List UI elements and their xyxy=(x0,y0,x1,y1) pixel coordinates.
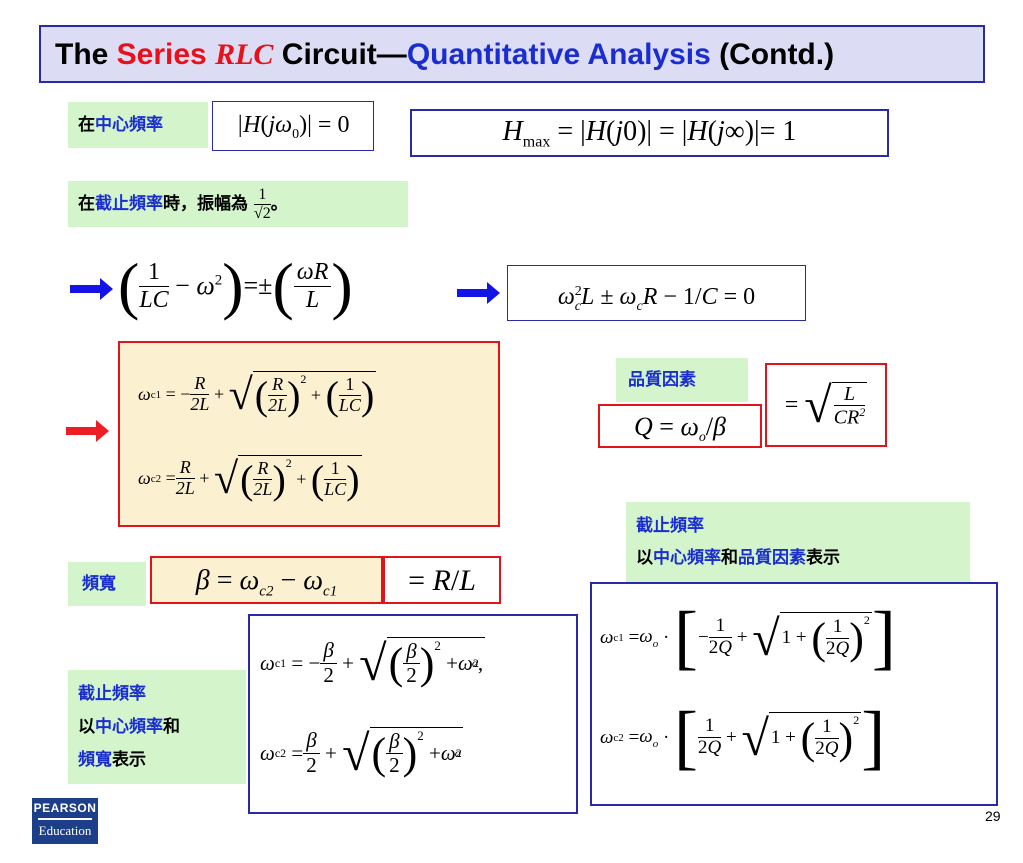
eq-hmax: Hmax = |H(j0)| = |H(j∞)|= 1 xyxy=(410,109,889,157)
title-circuit: Circuit— xyxy=(273,38,407,71)
title-quant: Quantitative Analysis xyxy=(406,38,711,71)
eq-h-at-center: |H(jω0)| = 0 xyxy=(212,101,374,151)
arrow-right-icon xyxy=(457,282,500,304)
label-cutoff-bw: 截止頻率 以中心頻率和 頻寬表示 xyxy=(68,670,246,784)
pearson-logo: PEARSON Education xyxy=(32,798,98,844)
slide-title: The Series RLC Circuit—Quantitative Anal… xyxy=(39,25,985,83)
title-series: Series xyxy=(116,38,216,71)
label-cutoff-q: 截止頻率 以中心頻率和品質因素表示 xyxy=(626,502,970,582)
page-number: 29 xyxy=(985,808,1001,824)
eq-beta-rl: = R/L xyxy=(383,556,501,604)
label-center-frequency: 在中心頻率 xyxy=(68,102,208,148)
label-cutoff-amplitude: 在截止頻率時，振幅為 1√2。 xyxy=(68,181,408,227)
amplitude-fraction: 1√2 xyxy=(253,185,271,222)
title-text: The xyxy=(55,38,117,71)
eq-q-definition: Q = ωo/β xyxy=(598,404,762,448)
arrow-right-icon xyxy=(66,420,109,442)
title-rlc: RLC xyxy=(215,38,274,71)
label-bandwidth: 頻寬 xyxy=(68,562,146,606)
eq-quadratic: ω2cL ± ωcR − 1/C = 0 xyxy=(507,265,806,321)
label-quality-factor: 品質因素 xyxy=(616,358,748,402)
eq-beta: β = ωc2 − ωc1 xyxy=(150,556,383,604)
arrow-right-icon xyxy=(70,278,113,300)
title-contd: (Contd.) xyxy=(710,38,835,71)
